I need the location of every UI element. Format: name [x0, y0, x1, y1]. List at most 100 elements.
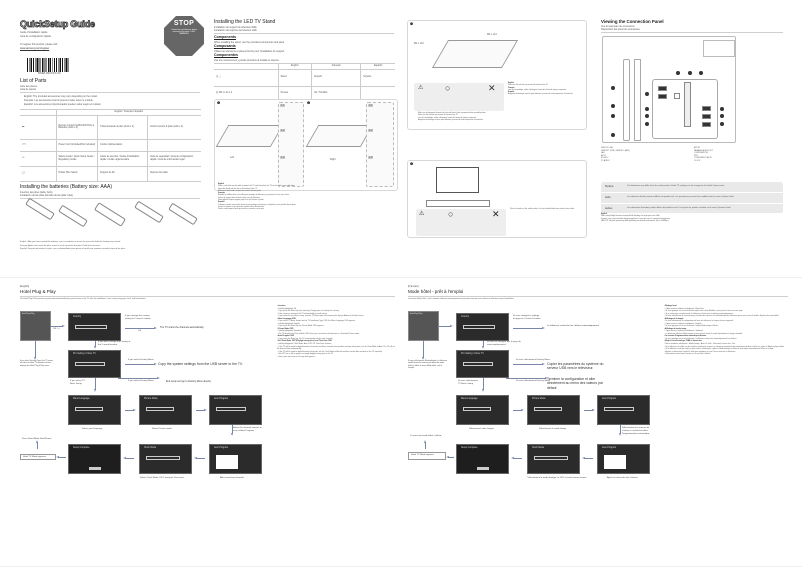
hotel-mode-title-fr: Mode hôtel - prêt à l'emploi	[408, 289, 464, 294]
pro-setting-screen-fr: Pro Setting / Clone TV	[456, 350, 509, 378]
hotel-plug-play-title: Hotel Plug & Play	[20, 289, 56, 294]
barcode-number: BN68-09XXXX-00	[38, 71, 61, 75]
auto-program-screen-fr: Auto Program	[597, 395, 650, 425]
caution-panel	[414, 83, 504, 111]
hotel-tv-mode-box: Hotel TV Mode appears	[20, 454, 56, 460]
lang-tag-fr: [Français]	[408, 285, 419, 288]
substep-2-panel	[366, 102, 394, 187]
hotel-intro-en: The Hotel Plug & Play function is perfor…	[20, 298, 147, 300]
parts-note-fr: Français: Les accessoires fournis peuven…	[24, 99, 94, 102]
batteries-note-fr: Français: Après avoir inséré les piles, …	[20, 244, 101, 247]
finish-setup-text: End setup and go to Factory Menu directl…	[166, 380, 211, 383]
batteries-sub-fr: Insertion des piles (taille: AAA)	[20, 191, 53, 194]
step-3-box	[407, 20, 587, 130]
setup-complete-screen: Setup Complete	[68, 444, 121, 474]
stand-instructions: English Place a soft cloth over the tabl…	[218, 183, 296, 211]
power-cord-icon: ⊂⊃	[20, 138, 56, 152]
incorrect-icon: ✕	[488, 83, 496, 93]
side-port-strip-1	[623, 59, 630, 141]
auto-program-results-screen-fr: Auto Program	[597, 444, 650, 474]
warning-icon: ⚠	[418, 85, 424, 91]
stand-title: Installing the LED TV Stand	[214, 19, 276, 25]
step-4-marker: ❹	[410, 162, 414, 166]
hotel-instructions-en: ▪ Location – Initially highlighted: US. …	[277, 305, 395, 358]
stand-components-table: English Français Español Ⓐ ⊥ Stand Suppo…	[214, 63, 395, 102]
parts-note-en: English: The provided accessories may va…	[24, 95, 98, 98]
batteries-sub-es: Instalación de las pilas (tamaño de las …	[20, 194, 73, 197]
coax-strip	[684, 82, 691, 127]
lang-tag-en: [English]	[20, 285, 30, 288]
tv-front-illustration	[436, 167, 479, 193]
lan-port	[674, 93, 680, 99]
step-3-cautions: Make sure to distinguish between the fro…	[418, 113, 487, 121]
right-label: Right	[330, 158, 336, 161]
parts-table: English / Français / Español ▬ Remote Co…	[20, 109, 201, 182]
correct-icon-2: ○	[448, 209, 454, 219]
batteries-note-en: English : After you have inserted the ba…	[20, 241, 121, 243]
list-of-parts-title: List of Parts	[20, 78, 47, 84]
incorrect-icon-2: ✕	[492, 209, 500, 219]
top-sheet: QuickSetup Guide Guide d'installation ra…	[0, 0, 802, 270]
tv-scan-text: The TV scans the channels automatically	[160, 326, 204, 329]
hotel-plug-play-fr: [Français] Mode hôtel - prêt à l'emploi …	[401, 280, 802, 568]
tv-cabinet	[426, 200, 490, 207]
stand-part-icon: Ⓐ ⊥	[214, 68, 278, 87]
hotel-menu-screen: Hotel Plug & Play	[20, 311, 51, 341]
holder-wire-icon: ◯	[20, 165, 56, 182]
barcode	[27, 58, 69, 72]
auto-program-screen: Auto Program	[209, 395, 262, 425]
clock-mode-screen: Clock Mode	[139, 444, 192, 474]
clock-mode-screen-fr: Clock Mode	[527, 444, 580, 474]
hotel-instructions-fr: ▪ Réglage local – Option mise en évidenc…	[664, 305, 785, 356]
substep-1-panel	[278, 102, 304, 187]
components-label-es: Componentes	[214, 53, 238, 57]
factory-reset-note: If you select Factory Reset, the TV rese…	[20, 360, 53, 367]
batteries-note-es: Español: Después de insertar las pilas, …	[20, 248, 126, 250]
stand-caution-panel	[416, 209, 506, 236]
parts-table-header: English / Français / Español	[55, 109, 201, 116]
logo-subtitle-fr: Guide d'installation rapide	[20, 31, 48, 34]
rear-port-cluster	[652, 79, 718, 139]
port-legend-left: USB (5V 0.5A) HDMI IN 1 (STB) / HDMI IN …	[601, 147, 630, 162]
components-label-en: Components	[214, 35, 236, 39]
port-legend-right: ANT IN VARIABLE AUDIO OUT COMPONENT IN M…	[694, 147, 714, 162]
hdmi-port-1	[658, 86, 667, 91]
list-of-parts-sub-es: Lista de piezas	[20, 88, 36, 91]
step-2-marker: ❷	[307, 101, 311, 105]
quick-setup-logo: QuickSetup Guide	[20, 19, 96, 30]
setup-complete-screen-fr: Setup Complete	[456, 444, 509, 474]
menu-language-screen-fr: Menu Language	[456, 395, 509, 425]
left-label: Left	[230, 156, 234, 159]
screw-part-icon: Ⓑ M4 x L12 x 4	[214, 85, 278, 102]
warning-icon-2: ⚠	[419, 211, 425, 217]
hotel-plug-play-en: [English] Hotel Plug & Play The Hotel Pl…	[0, 280, 401, 568]
stop-badge: STOP Contact the manufacturer before ret…	[164, 16, 204, 56]
stand-sub-es: Instalación del soporte del televisor LE…	[214, 29, 257, 32]
remote-icon: ▬	[20, 114, 56, 140]
panel-inset	[703, 40, 735, 57]
stop-title: STOP	[173, 20, 195, 27]
hotel-menu-screen-fr: Hotel Plug & Play	[408, 311, 439, 341]
hotel-intro-fr: La fonction Mode hôtel - prêt à l'emploi…	[408, 298, 514, 300]
parts-note-es: Español: Los accesorios proporcionados p…	[24, 103, 102, 106]
logo-subtitle-es: Guía de configuración rápida	[20, 34, 51, 38]
copy-settings-text: Copy the system settings from the USB se…	[158, 362, 243, 366]
picture-mode-screen: Picture Mode	[139, 395, 192, 425]
country-screen: Country	[68, 313, 121, 341]
step-3-side-notes: English Make sure that at least two pers…	[508, 83, 574, 96]
side-port-strip-2	[634, 59, 641, 141]
stand-sub-fr: Installation du support de téléviseur DE…	[214, 26, 257, 29]
register-link[interactable]: www.samsung.com/register	[20, 47, 50, 50]
screw-spec-right: M4 x L12	[487, 33, 497, 36]
hotel-mode-box-fr: Hotel TV Mode appears	[408, 452, 446, 460]
list-of-parts-sub-fr: Liste des pièces	[20, 85, 38, 88]
component-port-1	[702, 106, 711, 111]
step-3-marker: ❸	[410, 22, 414, 26]
menu-language-screen: Menu Language	[68, 395, 121, 425]
pro-setting-screen: Pro Setting / Clone TV	[68, 350, 121, 378]
auto-program-results-screen: Auto Program	[209, 444, 262, 474]
connection-panel-diagram	[602, 36, 736, 143]
screw-spec-left: M4 x L12	[414, 42, 424, 45]
connection-english-notes: English When using Widget function throu…	[601, 213, 671, 223]
